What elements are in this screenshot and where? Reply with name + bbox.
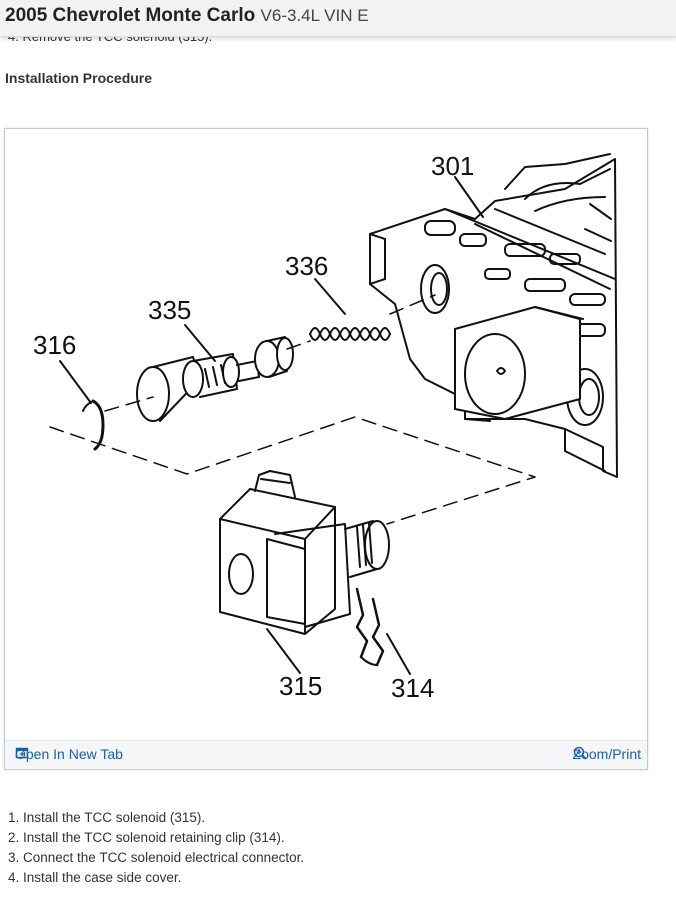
callout-336: 336 — [285, 251, 328, 281]
open-in-new-tab-icon — [15, 747, 29, 759]
page-title: 2005 Chevrolet Monte Carlo V6-3.4L VIN E — [5, 5, 369, 27]
figure-panel: 301 336 335 316 315 314 Open In New Tab … — [4, 128, 648, 770]
list-item: 4. Install the case side cover. — [8, 870, 182, 885]
zoom-print-link[interactable]: Zoom/Print — [573, 746, 641, 762]
callout-335: 335 — [148, 295, 191, 325]
list-item: 1. Install the TCC solenoid (315). — [8, 810, 206, 825]
callout-316: 316 — [33, 330, 76, 360]
callout-315: 315 — [279, 671, 322, 701]
figure-toolbar: Open In New Tab Zoom/Print — [5, 740, 647, 769]
list-item: 2. Install the TCC solenoid retaining cl… — [8, 830, 285, 845]
section-heading: Installation Procedure — [5, 70, 153, 86]
list-item: 3. Connect the TCC solenoid electrical c… — [8, 850, 305, 865]
zoom-print-label: Zoom/Print — [572, 746, 641, 762]
callout-301: 301 — [431, 151, 474, 181]
tcc-solenoid-part-315 — [219, 470, 390, 635]
page-header: 2005 Chevrolet Monte Carlo V6-3.4L VIN E — [0, 0, 676, 37]
engine-spec: V6-3.4L VIN E — [260, 6, 369, 25]
open-in-new-tab-link[interactable]: Open In New Tab — [15, 746, 123, 762]
spring-part-336 — [309, 327, 391, 341]
zoom-in-icon — [573, 746, 587, 760]
installation-steps: 1. Install the TCC solenoid (315). 2. In… — [8, 808, 304, 888]
vehicle-name: 2005 Chevrolet Monte Carlo — [5, 5, 256, 26]
valve-part-335 — [136, 336, 294, 422]
valve-body-part-301 — [369, 153, 618, 478]
exploded-diagram[interactable]: 301 336 335 316 315 314 — [5, 129, 647, 741]
open-in-new-tab-label: Open In New Tab — [15, 746, 123, 762]
callout-314: 314 — [391, 673, 434, 703]
retaining-clip-part-314 — [355, 587, 385, 667]
